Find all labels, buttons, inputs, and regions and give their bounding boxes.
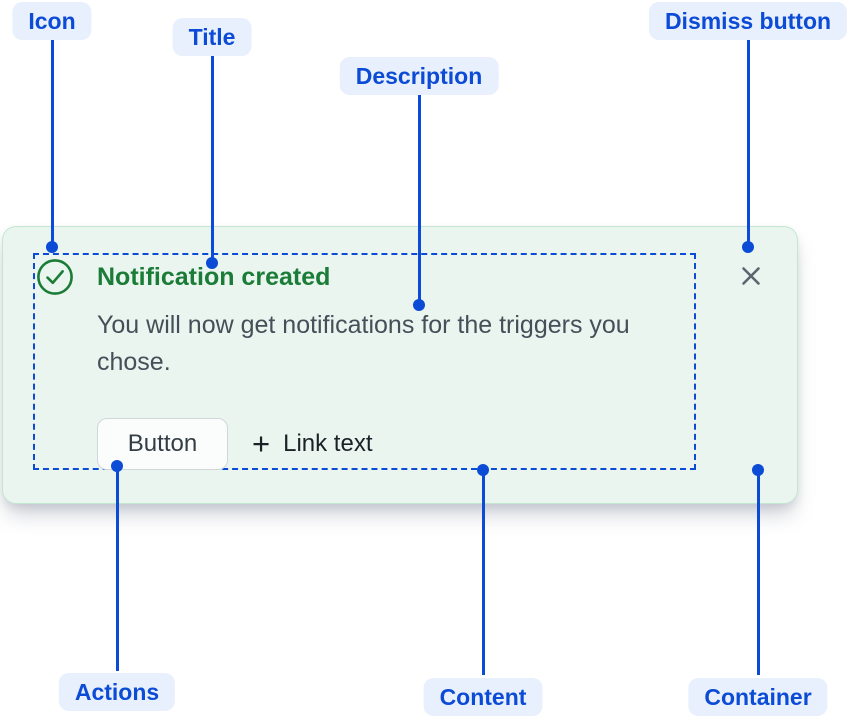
callout-label-content: Content [423,678,543,716]
callout-dot-description [413,299,425,311]
callout-label-actions: Actions [58,673,176,711]
flag-description: You will now get notifications for the t… [97,311,630,376]
plus-icon: + [252,426,271,461]
flag-link-label: Link text [283,430,373,457]
callout-label-title: Title [172,18,252,56]
callout-label-description: Description [339,57,499,95]
callout-dot-icon [46,241,58,253]
callout-label-container: Container [688,678,828,716]
flag-container: Notification created You will now get no… [2,226,798,504]
callout-line-actions [116,471,119,671]
callout-dot-dismiss [742,241,754,253]
callout-dot-content [477,464,489,476]
callout-line-dismiss [747,40,750,242]
success-check-circle-icon [36,258,74,296]
callout-line-title [211,56,214,258]
callout-line-container [757,475,760,675]
flag-action-link[interactable]: + Link text [252,426,373,461]
flag-action-button[interactable]: Button [97,418,228,470]
callout-line-description [418,95,421,300]
callout-line-icon [51,40,54,242]
callout-label-icon: Icon [12,2,92,40]
callout-label-dismiss: Dismiss button [648,2,848,40]
callout-dot-container [752,464,764,476]
callout-dot-title [206,257,218,269]
flag-actions: Button + Link text [97,418,373,470]
callout-dot-actions [111,460,123,472]
dismiss-button[interactable] [736,261,766,291]
callout-line-content [482,475,485,675]
content-outline [33,253,696,470]
